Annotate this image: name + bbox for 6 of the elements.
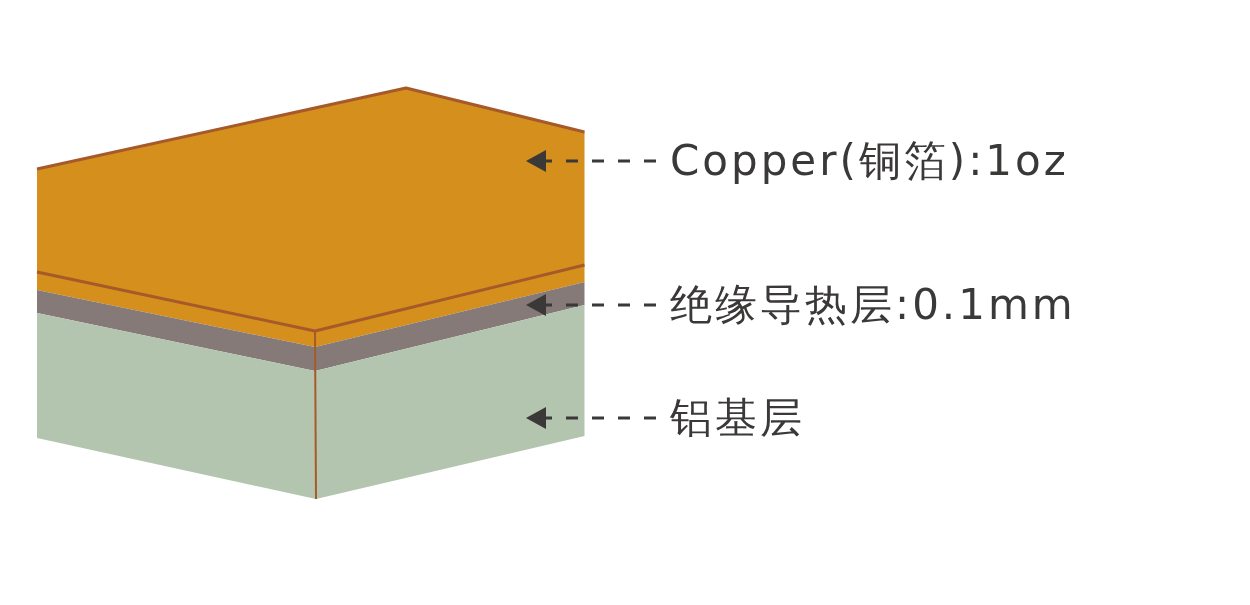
aluminum-base-layer: [37, 305, 585, 500]
insulating-layer: [37, 282, 585, 371]
layer-label: Copper(铜箔):1oz: [670, 135, 1069, 187]
layer-label: 铝基层: [670, 392, 805, 444]
layer-label: 绝缘导热层:0.1mm: [670, 279, 1076, 331]
copper-layer: [36, 86, 585, 347]
